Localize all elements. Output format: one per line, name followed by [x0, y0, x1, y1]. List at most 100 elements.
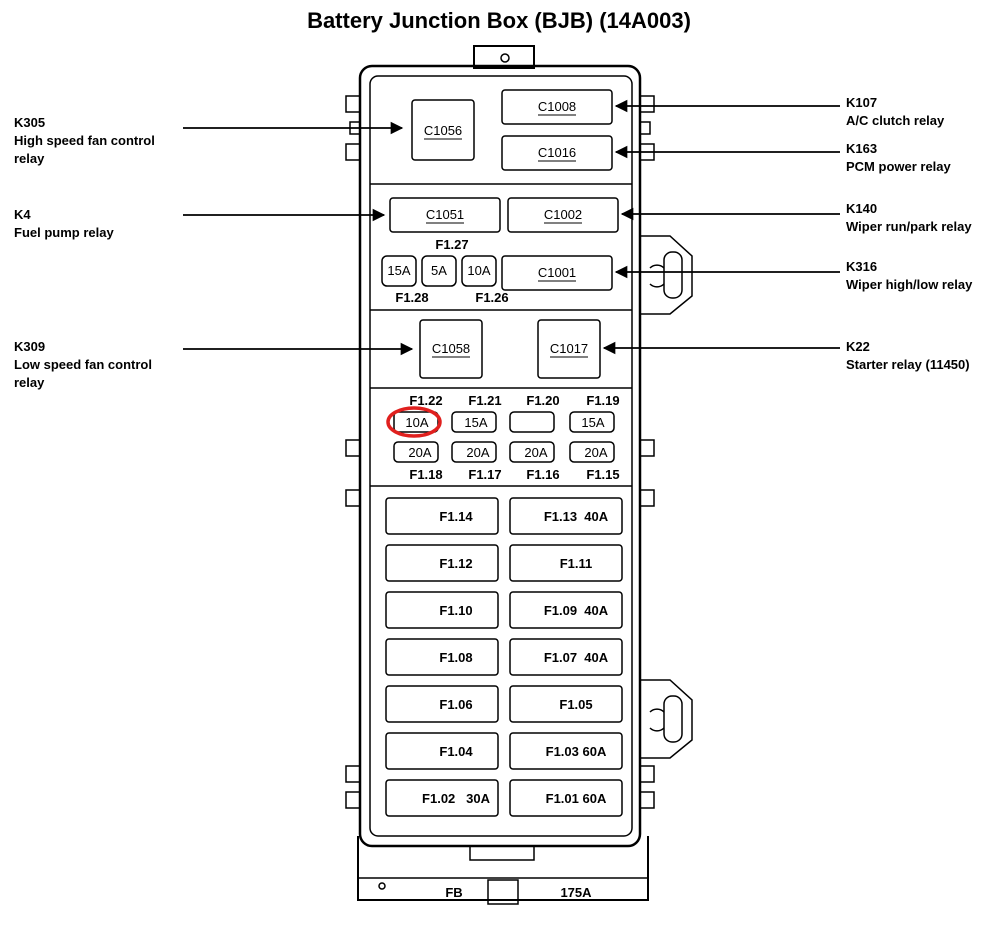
- large-fuse-left-label: F1.06: [439, 697, 472, 712]
- fuse-f118-amp: 20A: [408, 445, 431, 460]
- label-k140: K140 Wiper run/park relay: [846, 200, 972, 236]
- relay-c1017-label: C1017: [550, 341, 588, 356]
- large-fuse-left: [385, 732, 499, 770]
- relay-c1001-label: C1001: [538, 265, 576, 280]
- fuse-f117-label: F1.17: [468, 467, 501, 482]
- housing-inner: [369, 75, 633, 837]
- relay-c1016-label: C1016: [538, 145, 576, 160]
- relay-c1056: [411, 99, 475, 161]
- relay-c1001: [501, 255, 613, 291]
- relay-c1058: [419, 319, 483, 379]
- large-fuse-right: [509, 591, 623, 629]
- relay-c1008-label: C1008: [538, 99, 576, 114]
- label-k107-id: K107: [846, 95, 878, 110]
- fuse-f115-amp: 20A: [584, 445, 607, 460]
- large-fuse-left-label: F1.12: [439, 556, 472, 571]
- large-fuse-right-label: F1.01 60A: [546, 791, 607, 806]
- fuse-f127-amp: 5A: [431, 263, 447, 278]
- label-k140-id: K140: [846, 201, 878, 216]
- label-k309-desc: Low speed fan control: [14, 357, 152, 372]
- fuse-f122-label: F1.22: [409, 393, 442, 408]
- label-k163-id: K163: [846, 141, 878, 156]
- fuse-f122-amp: 10A: [405, 415, 428, 430]
- relay-c1058-label: C1058: [432, 341, 470, 356]
- label-k107: K107 A/C clutch relay: [846, 94, 944, 130]
- large-fuse-left-label: F1.08: [439, 650, 472, 665]
- label-k316-id: K316: [846, 259, 878, 274]
- label-k305-desc2: relay: [14, 151, 45, 166]
- fuse-f128-label: F1.28: [395, 290, 428, 305]
- large-fuse-left-label: F1.14: [439, 509, 473, 524]
- fuse-f128: [381, 255, 417, 287]
- bottom-amp-label: 175A: [560, 885, 592, 900]
- fuse-f116-amp: 20A: [524, 445, 547, 460]
- relay-c1051-label: C1051: [426, 207, 464, 222]
- large-fuse-right-label: F1.07 40A: [544, 650, 609, 665]
- page-title: Battery Junction Box (BJB) (14A003): [307, 8, 691, 33]
- fuse-f120-label: F1.20: [526, 393, 559, 408]
- large-fuse-left: [385, 591, 499, 629]
- large-fuse-left-label: F1.02 30A: [422, 791, 491, 806]
- label-k309-id: K309: [14, 339, 46, 354]
- highlight-circle: [386, 406, 442, 438]
- large-fuse-left-label: F1.04: [439, 744, 473, 759]
- fuse-f127-label: F1.27: [435, 237, 468, 252]
- fuse-f119: [569, 411, 615, 433]
- label-k4-id: K4: [14, 207, 31, 222]
- large-fuse-right: [509, 732, 623, 770]
- large-fuse-left: [385, 497, 499, 535]
- fuse-f116-label: F1.16: [526, 467, 559, 482]
- fuse-f121-label: F1.21: [468, 393, 501, 408]
- bottom-slot: [469, 845, 535, 861]
- fuse-f117-amp: 20A: [466, 445, 489, 460]
- label-k305-desc: High speed fan control: [14, 133, 155, 148]
- large-fuse-left: [385, 685, 499, 723]
- large-fuse-right: [509, 638, 623, 676]
- relay-c1002: [507, 197, 619, 233]
- bolt-bracket-upper: [640, 235, 693, 315]
- fuse-f119-amp: 15A: [581, 415, 604, 430]
- fuse-f126-amp: 10A: [467, 263, 490, 278]
- relay-c1051: [389, 197, 501, 233]
- label-k163-desc: PCM power relay: [846, 159, 951, 174]
- large-fuse-right: [509, 685, 623, 723]
- section-dividers: [370, 183, 632, 487]
- large-fuse-left: [385, 544, 499, 582]
- bolt-bracket-lower: [640, 679, 693, 759]
- fuse-f117: [451, 441, 497, 463]
- fuse-f115-label: F1.15: [586, 467, 619, 482]
- large-fuse-right-label: F1.03 60A: [546, 744, 607, 759]
- label-k316: K316 Wiper high/low relay: [846, 258, 972, 294]
- label-k22-desc: Starter relay (11450): [846, 357, 970, 372]
- relay-c1008: [501, 89, 613, 125]
- relay-c1056-label: C1056: [424, 123, 462, 138]
- large-fuse-right-label: F1.09 40A: [544, 603, 609, 618]
- large-fuse-right-label: F1.13 40A: [544, 509, 609, 524]
- large-fuse-right: [509, 779, 623, 817]
- fuse-f116: [509, 441, 555, 463]
- fuse-f121: [451, 411, 497, 433]
- fuse-f126: [461, 255, 497, 287]
- relay-c1017: [537, 319, 601, 379]
- label-k163: K163 PCM power relay: [846, 140, 951, 176]
- label-k107-desc: A/C clutch relay: [846, 113, 945, 128]
- large-fuse-left: [385, 638, 499, 676]
- top-tab: [473, 45, 535, 69]
- fuse-f121-amp: 15A: [464, 415, 487, 430]
- label-k305-id: K305: [14, 115, 46, 130]
- label-k4: K4 Fuel pump relay: [14, 206, 114, 242]
- fuse-f122: [393, 411, 439, 433]
- label-k309: K309 Low speed fan control relay: [14, 338, 152, 392]
- large-fuse-left: [385, 779, 499, 817]
- label-k22-id: K22: [846, 339, 870, 354]
- relay-c1002-label: C1002: [544, 207, 582, 222]
- relay-c1016: [501, 135, 613, 171]
- fuse-f115: [569, 441, 615, 463]
- label-k22: K22 Starter relay (11450): [846, 338, 970, 374]
- label-k140-desc: Wiper run/park relay: [846, 219, 972, 234]
- bottom-fb-label: FB: [445, 885, 462, 900]
- side-clips-right: [640, 95, 655, 809]
- large-fuse-left-label: F1.10: [439, 603, 472, 618]
